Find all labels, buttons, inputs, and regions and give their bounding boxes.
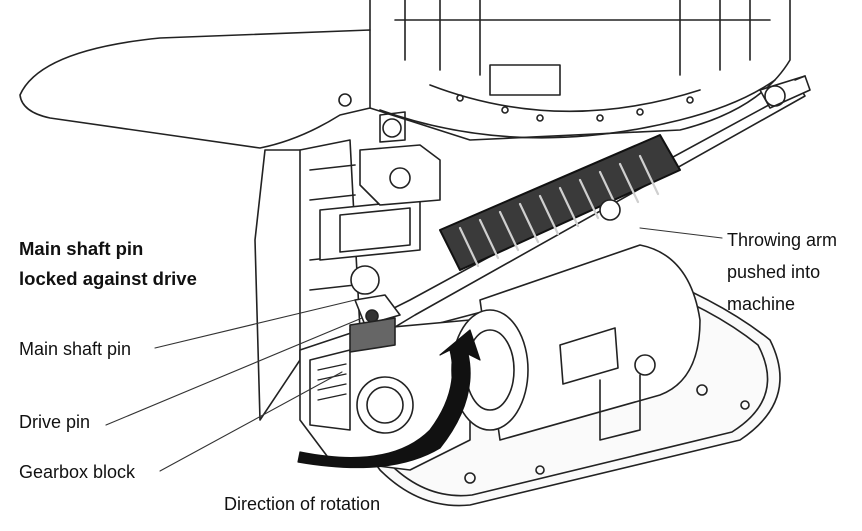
leader-drive-pin: [105, 317, 363, 426]
leader-throwing-arm: [639, 227, 723, 239]
label-gearbox-block: Gearbox block: [19, 462, 136, 482]
leader-gearbox-block: [159, 371, 343, 472]
rotation-arrow: [297, 329, 481, 469]
heading-line-2: locked against drive: [19, 268, 197, 289]
spring: [439, 134, 681, 271]
main-frame: [254, 139, 421, 421]
heading-line-1: Main shaft pin: [19, 238, 144, 259]
gearbox: [299, 317, 471, 471]
label-throwing-arm-line-1: Throwing arm: [727, 230, 838, 250]
leader-main-shaft-pin: [154, 299, 356, 349]
label-throwing-arm-line-3: machine: [727, 294, 796, 314]
main-shaft-pin-part: [350, 265, 401, 326]
label-direction-of-rotation: Direction of rotation: [224, 494, 381, 514]
label-drive-pin: Drive pin: [19, 412, 91, 432]
top-plate: [19, 0, 791, 149]
label-throwing-arm-line-2: pushed into: [727, 262, 821, 282]
leader-lines: [105, 227, 723, 472]
pivot-bracket: [359, 111, 441, 206]
label-main-shaft-pin: Main shaft pin: [19, 339, 132, 359]
